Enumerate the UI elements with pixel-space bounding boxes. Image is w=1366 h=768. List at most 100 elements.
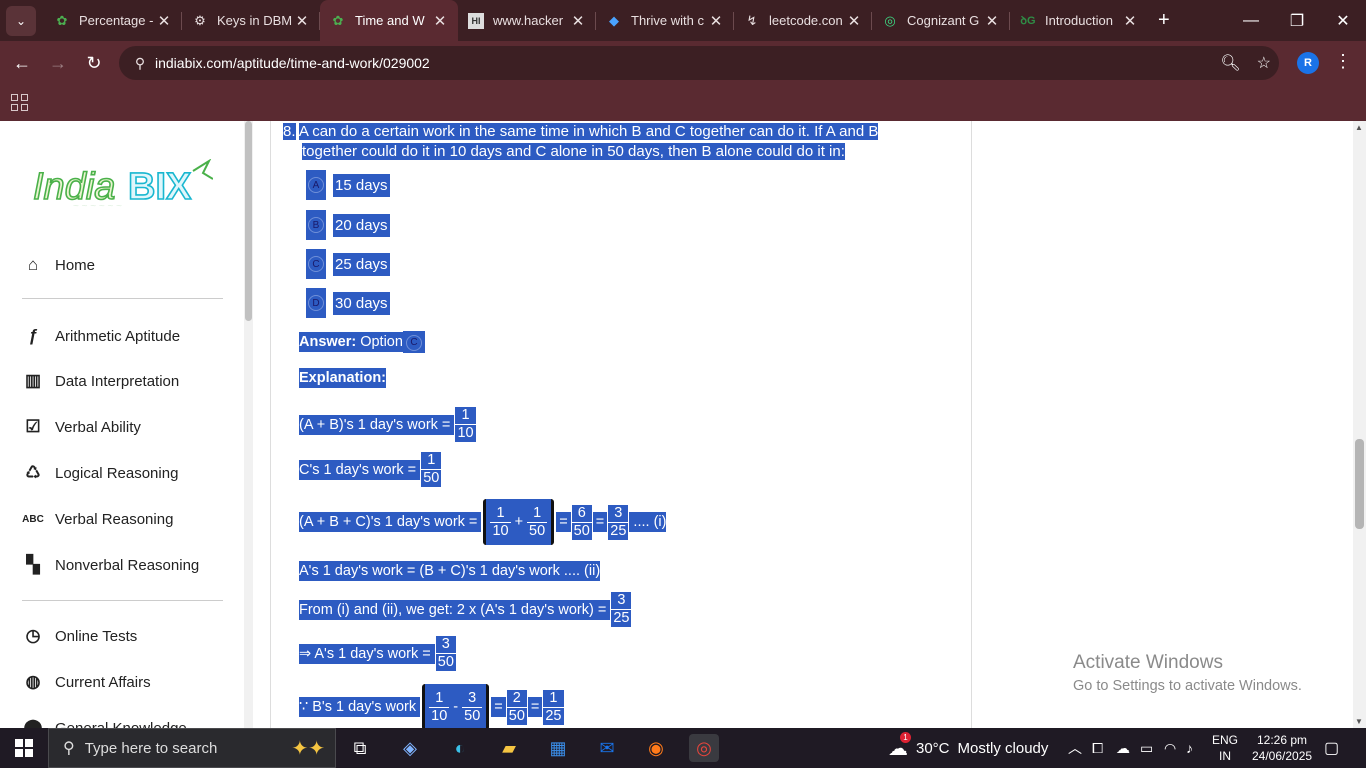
sidebar-item-nonverbal-reasoning[interactable]: ▚ Nonverbal Reasoning (22, 555, 199, 575)
meet-icon[interactable]: ⧠ (1092, 739, 1104, 756)
wifi-icon[interactable]: ◠ (1164, 739, 1177, 756)
tab-cognizant[interactable]: ◎ Cognizant G ✕ (872, 0, 1010, 41)
url-text[interactable]: indiabix.com/aptitude/time-and-work/0290… (155, 55, 430, 71)
firefox-icon[interactable]: ◉ (648, 737, 664, 758)
scroll-down-icon[interactable]: ▼ (1355, 717, 1363, 726)
question-text: 8. A can do a certain work in the same t… (283, 121, 879, 142)
tab-title: Introduction (1045, 13, 1113, 28)
watermark-title: Activate Windows (1073, 652, 1223, 673)
task-view-icon[interactable]: ⧉ (353, 737, 367, 758)
restore-icon[interactable]: ❐ (1289, 12, 1305, 30)
weather-widget[interactable]: ☁1 30°C Mostly cloudy (888, 728, 1048, 768)
option-letter[interactable]: C (308, 256, 324, 272)
scroll-up-icon[interactable]: ▲ (1355, 123, 1363, 132)
sidebar-item-data-interpretation[interactable]: ▥ Data Interpretation (22, 371, 179, 391)
copilot-icon[interactable]: ◈ (403, 737, 417, 758)
sidebar-item-verbal-reasoning[interactable]: ABC Verbal Reasoning (22, 509, 173, 529)
chevron-up-icon[interactable]: ︿ (1068, 740, 1082, 756)
explanation-text: (A + B)'s 1 day's work = (299, 414, 455, 435)
option-text[interactable]: 30 days (333, 291, 390, 315)
taskbar-clock[interactable]: 12:26 pm 24/06/2025 (1252, 732, 1312, 764)
option-b[interactable]: B 20 days (306, 210, 390, 240)
close-tab-icon[interactable]: ✕ (847, 12, 861, 30)
function-icon: ƒ (28, 326, 38, 345)
tab-leetcode[interactable]: ↯ leetcode.con ✕ (734, 0, 872, 41)
back-button[interactable]: ← (13, 52, 31, 73)
tab-hackerrank[interactable]: HI www.hacker ✕ (458, 0, 596, 41)
tab-introduction[interactable]: ꝺG Introduction ✕ (1010, 0, 1148, 41)
scrollbar-thumb[interactable] (1355, 439, 1364, 529)
page-scrollbar[interactable]: ▲ ▼ (1353, 121, 1366, 728)
minimize-icon[interactable]: — (1243, 11, 1259, 29)
language-indicator[interactable]: ENG IN (1212, 732, 1238, 764)
tab-percentage[interactable]: ✿ Percentage - ✕ (44, 0, 182, 41)
tab-keys-dbms[interactable]: ⚙ Keys in DBM ✕ (182, 0, 320, 41)
sidebar-item-home[interactable]: ⌂ Home (22, 255, 95, 275)
option-letter[interactable]: D (308, 295, 324, 311)
option-text[interactable]: 15 days (333, 173, 390, 197)
profile-avatar[interactable]: R (1297, 52, 1319, 74)
address-bar[interactable]: ⚲ indiabix.com/aptitude/time-and-work/02… (119, 46, 1279, 80)
volume-icon[interactable]: ♪ (1186, 740, 1193, 756)
onedrive-icon[interactable]: ☁ (1116, 739, 1130, 756)
scrollbar-thumb[interactable] (245, 121, 252, 321)
sidebar-item-arithmetic-aptitude[interactable]: ƒ Arithmetic Aptitude (22, 326, 180, 346)
chrome-icon[interactable]: ◎ (689, 734, 719, 762)
tab-thrive[interactable]: ◆ Thrive with c ✕ (596, 0, 734, 41)
zoom-icon[interactable]: 🔍︎ (1220, 55, 1241, 72)
option-letter[interactable]: B (308, 217, 324, 233)
file-explorer-icon[interactable]: ▰ (502, 737, 516, 758)
close-tab-icon[interactable]: ✕ (1123, 12, 1137, 30)
sidebar-item-current-affairs[interactable]: ◍ Current Affairs (22, 672, 151, 692)
taskbar-search-box[interactable]: ⚲ Type here to search ✦✦ (48, 728, 336, 768)
menu-kebab-icon[interactable]: ⋮ (1334, 51, 1352, 71)
sidebar-item-verbal-ability[interactable]: ☑ Verbal Ability (22, 417, 141, 437)
close-tab-icon[interactable]: ✕ (295, 12, 309, 30)
reload-button[interactable]: ↻ (86, 52, 102, 73)
option-text[interactable]: 25 days (333, 252, 390, 276)
battery-icon[interactable]: ▭ (1140, 739, 1154, 756)
indiabix-favicon-icon: ✿ (56, 12, 68, 28)
notifications-icon[interactable]: ▢ (1324, 740, 1340, 757)
microsoft-store-icon[interactable]: ▦ (549, 737, 567, 758)
weather-temp: 30°C (916, 739, 950, 757)
close-window-icon[interactable]: ✕ (1336, 12, 1350, 30)
sidebar-scrollbar[interactable] (244, 121, 253, 728)
option-d[interactable]: D 30 days (306, 288, 390, 318)
close-tab-icon[interactable]: ✕ (985, 12, 999, 30)
explanation-text: From (i) and (ii), we get: 2 x (A's 1 da… (299, 599, 611, 620)
abc-icon: ABC (22, 513, 44, 525)
new-tab-button[interactable]: + (1158, 9, 1170, 31)
tab-search-button[interactable]: ⌄ (6, 5, 36, 36)
forward-button[interactable]: → (49, 52, 67, 73)
sidebar-item-general-knowledge[interactable]: ⬤ General Knowledge (22, 718, 186, 728)
edge-icon[interactable]: ◐ (454, 737, 466, 758)
windows-start-icon[interactable] (0, 728, 48, 768)
close-tab-icon[interactable]: ✕ (157, 12, 171, 30)
clock-icon: ◷ (25, 626, 41, 645)
explanation-text: .... (i) (629, 512, 667, 532)
sidebar-item-label: Home (55, 256, 96, 274)
option-letter[interactable]: A (308, 177, 324, 193)
explanation-text: C's 1 day's work = (299, 459, 421, 480)
outlook-icon[interactable]: ✉ (599, 737, 615, 758)
close-tab-icon[interactable]: ✕ (571, 12, 585, 30)
close-tab-icon[interactable]: ✕ (709, 12, 723, 30)
apps-grid-icon[interactable] (11, 94, 28, 111)
option-a[interactable]: A 15 days (306, 170, 390, 200)
question-card (270, 121, 972, 728)
tab-time-and-work[interactable]: ✿ Time and W ✕ (320, 0, 458, 41)
close-tab-icon[interactable]: ✕ (433, 12, 447, 30)
option-c[interactable]: C 25 days (306, 249, 390, 279)
sidebar-item-online-tests[interactable]: ◷ Online Tests (22, 626, 138, 646)
bookmark-star-icon[interactable]: ☆ (1256, 55, 1271, 72)
sidebar-item-logical-reasoning[interactable]: ♺ Logical Reasoning (22, 463, 178, 483)
indiabix-logo[interactable]: India BIX ~ ~ ~ ~ ~ ~ (33, 159, 213, 221)
option-text[interactable]: 20 days (333, 213, 390, 237)
site-info-icon[interactable]: ⚲ (134, 54, 146, 71)
explanation-text: B's 1 day's work (308, 697, 421, 717)
dashboard-icon: ▚ (26, 555, 40, 574)
